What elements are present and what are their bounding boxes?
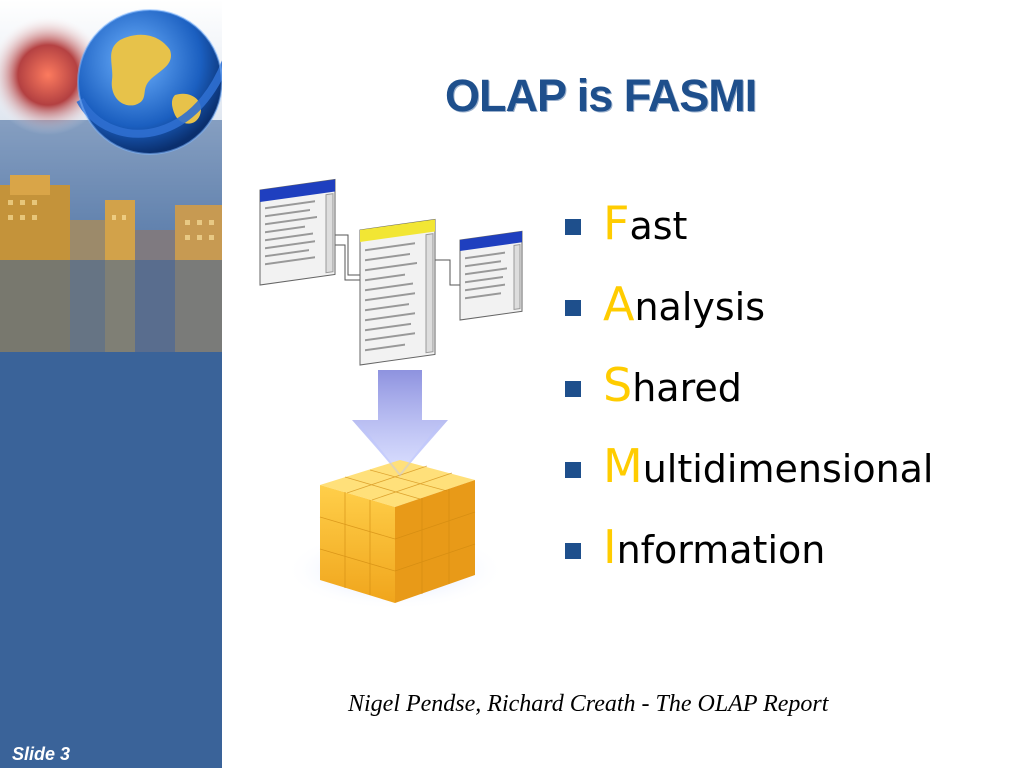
bullet-initial-letter: A (603, 277, 635, 331)
square-bullet-icon (565, 381, 581, 397)
source-citation: Nigel Pendse, Richard Creath - The OLAP … (348, 691, 829, 717)
bullet-text: nalysis (634, 285, 766, 329)
bullet-text: ultidimensional (642, 447, 934, 491)
bullet-initial-letter: M (603, 439, 643, 493)
bullet-text: ast (629, 204, 688, 248)
bullet-initial-letter: F (603, 196, 630, 250)
bullet-initial-letter: I (603, 520, 617, 574)
globe-city-icon (0, 0, 222, 352)
slide-number: Slide 3 (12, 744, 71, 764)
square-bullet-icon (565, 219, 581, 235)
bullet-text: nformation (616, 528, 826, 572)
left-sidebar-panel: Slide 3 (0, 0, 222, 768)
square-bullet-icon (565, 300, 581, 316)
bullet-text: hared (632, 366, 742, 410)
square-bullet-icon (565, 462, 581, 478)
data-windows-to-cube-icon (250, 175, 540, 625)
square-bullet-icon (565, 543, 581, 559)
slide-title: OLAP is FASMI (445, 70, 757, 121)
bullet-initial-letter: S (603, 358, 633, 412)
